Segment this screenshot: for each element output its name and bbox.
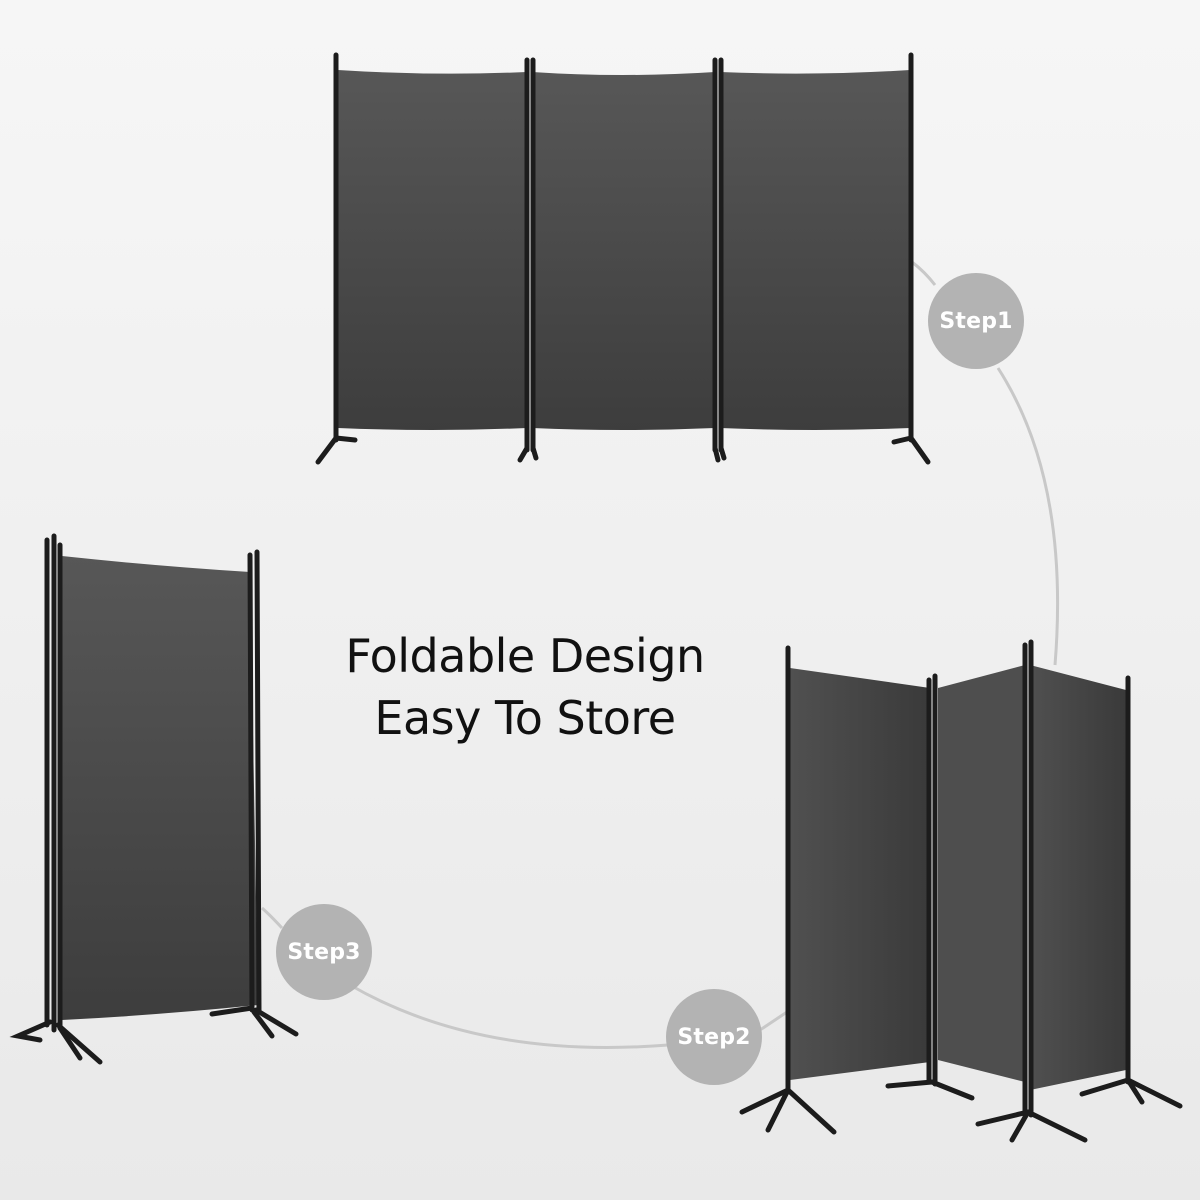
panel-right: [720, 70, 910, 430]
headline: Foldable Design Easy To Store: [300, 625, 750, 749]
zigzag-panel-right: [1030, 665, 1126, 1090]
step-connector-lines: [261, 260, 1060, 1049]
headline-line1: Foldable Design: [345, 629, 705, 683]
divider-partially-folded: [739, 639, 1183, 1143]
panel-left: [338, 70, 527, 430]
panel-middle: [532, 72, 715, 430]
step3-badge: Step3: [276, 904, 372, 1000]
connector-step2-to-step3: [349, 983, 669, 1049]
divider-folded: [9, 533, 299, 1065]
step3-label: Step3: [287, 939, 361, 965]
folded-panel: [62, 556, 258, 1020]
connector-step3-to-left: [261, 906, 284, 930]
step1-badge: Step1: [928, 273, 1024, 369]
connector-top-to-step1: [911, 260, 937, 286]
step2-badge: Step2: [666, 989, 762, 1085]
connector-step1-to-right: [996, 367, 1060, 666]
zigzag-panel-middle: [938, 665, 1025, 1082]
step1-label: Step1: [939, 308, 1013, 334]
divider-unfolded: [315, 52, 931, 465]
headline-line2: Easy To Store: [374, 691, 676, 745]
step2-label: Step2: [677, 1024, 751, 1050]
zigzag-panel-left: [790, 668, 930, 1080]
